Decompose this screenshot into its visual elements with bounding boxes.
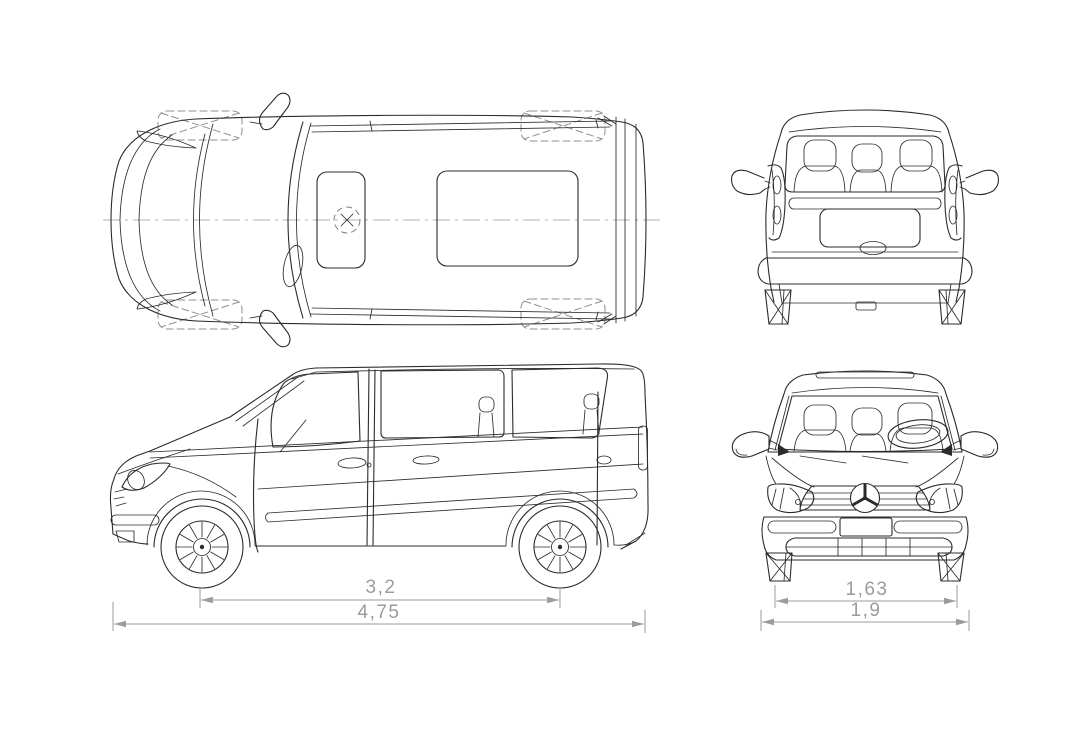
front-door-window xyxy=(270,371,361,448)
front-bumper-lines xyxy=(119,128,173,312)
steering-wheel xyxy=(887,419,949,449)
rear-quarter-window xyxy=(511,367,609,439)
sunroof-edge xyxy=(815,371,915,379)
spokes xyxy=(176,521,228,573)
overall-width-label: 1,9 xyxy=(851,600,882,621)
length-dimension: 4,75 xyxy=(112,602,646,633)
windshield xyxy=(774,395,956,453)
license-recess xyxy=(819,208,921,248)
door-handles xyxy=(337,455,612,469)
tail-lamp-side xyxy=(638,425,648,471)
rear-end-plan xyxy=(597,115,637,325)
side-mirror-plan-top xyxy=(249,92,291,131)
grille xyxy=(799,482,931,514)
handle-trim xyxy=(788,197,942,210)
front-mirrors xyxy=(731,431,999,458)
rear-view xyxy=(731,109,999,325)
front-end-side xyxy=(110,448,237,543)
tailgate xyxy=(771,197,959,255)
body-outline-rear xyxy=(765,109,965,303)
rocker-and-arches xyxy=(112,490,637,548)
wheelbase-label: 3,2 xyxy=(366,577,397,598)
rear-bumper xyxy=(757,257,973,311)
front-seats xyxy=(793,402,944,452)
hood-cut xyxy=(117,448,191,475)
rear-window xyxy=(784,135,946,193)
center-mark xyxy=(333,206,361,234)
cowl-and-hood xyxy=(765,451,965,488)
body-outline xyxy=(110,114,647,326)
rear-wheels-bottom xyxy=(764,289,966,325)
rear-roof-panel xyxy=(436,170,579,267)
mirror-glass-plan xyxy=(282,244,304,288)
hood-and-windshield-arcs xyxy=(193,121,312,319)
overall-length-label: 4,75 xyxy=(358,602,401,623)
front-bumper xyxy=(761,516,969,561)
track-width-label: 1,63 xyxy=(846,579,889,600)
front-wheel xyxy=(160,505,244,589)
grille-ticks xyxy=(113,488,128,507)
track-dimension: 1,63 xyxy=(774,579,958,608)
fuel-filler xyxy=(596,455,612,465)
rear-seats xyxy=(793,139,943,193)
body-outline-front xyxy=(767,370,963,453)
side-edge-lines xyxy=(309,119,613,321)
spokes xyxy=(534,521,586,573)
side-view xyxy=(109,363,649,589)
sliding-door-window xyxy=(380,369,505,439)
wheel-hidden-outlines xyxy=(157,110,606,330)
license-plate xyxy=(839,517,893,537)
wheelbase-dimension: 3,2 xyxy=(199,577,561,608)
roof-rail-line xyxy=(291,368,635,380)
rear-end-side xyxy=(625,425,648,546)
body-creases xyxy=(149,426,644,523)
roof-panels xyxy=(316,170,579,269)
headlights-front xyxy=(767,483,963,514)
top-view xyxy=(103,92,665,348)
front-wheels-bottom xyxy=(765,552,965,582)
headlight-side xyxy=(121,462,171,491)
front-sunroof-panel xyxy=(316,171,366,269)
rear-mirrors xyxy=(731,169,999,196)
bumper-slat xyxy=(110,514,160,526)
rub-strip xyxy=(265,488,638,523)
tailgate-handle xyxy=(859,241,887,255)
body-profile xyxy=(109,363,649,550)
dimension-annotations: 3,2 4,75 1,63 1,9 xyxy=(112,577,970,633)
width-dimension: 1,9 xyxy=(760,600,970,631)
tail-lamps xyxy=(767,164,963,241)
wiper xyxy=(279,419,307,453)
headlights-plan xyxy=(136,130,197,310)
rear-wheel xyxy=(518,505,602,589)
front-view xyxy=(731,370,999,582)
glazing xyxy=(235,367,635,448)
side-mirror-plan-bottom xyxy=(249,309,291,348)
